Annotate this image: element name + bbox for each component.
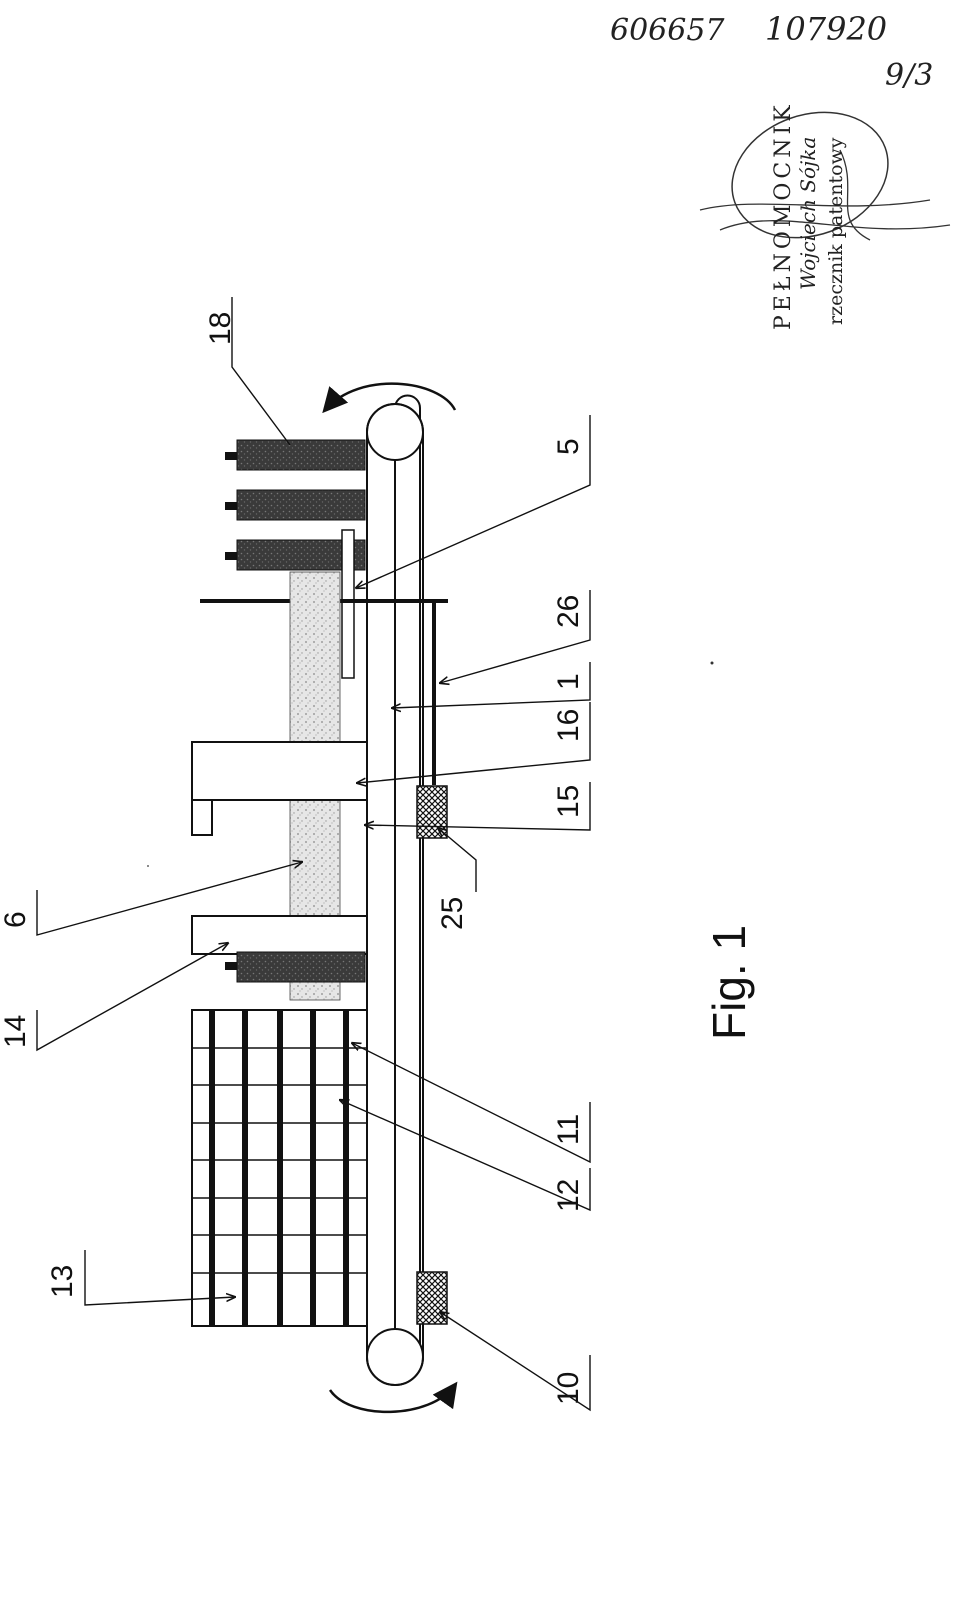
speck: [710, 661, 714, 665]
handwritten-number-right: 107920: [765, 10, 887, 48]
stamp-line-3: rzecznik patentowy: [825, 137, 847, 325]
label-13: 13: [46, 1265, 79, 1298]
hatched-block-25: [416, 785, 448, 839]
stamp-line-2: Wojciech Sójka: [796, 137, 820, 290]
label-26: 26: [552, 595, 585, 628]
handwritten-number-left: 606657: [610, 13, 725, 48]
signature-loop: [731, 111, 889, 239]
dark-blocks-18: [225, 439, 366, 571]
stamp-line-1: PEŁNOMOCNIK: [771, 101, 796, 330]
attorney-stamp: PEŁNOMOCNIK Wojciech Sójka rzecznik pate…: [699, 101, 951, 330]
label-14: 14: [0, 1015, 32, 1048]
dark-block-14: [236, 951, 366, 983]
label-18: 18: [204, 312, 237, 345]
label-6: 6: [0, 911, 32, 928]
label-10: 10: [552, 1372, 585, 1405]
leader-lines: [36, 297, 591, 1412]
grid-structure: [191, 1009, 368, 1327]
figure-caption: Fig. 1: [703, 925, 755, 1040]
label-25: 25: [436, 897, 469, 930]
rotation-arrow-bottom: [328, 1381, 458, 1414]
label-16: 16: [552, 709, 585, 742]
rotation-arrow-top: [322, 382, 457, 414]
label-1: 1: [552, 673, 585, 690]
dark-block-14-pin: [225, 962, 237, 970]
signature-scribble: [699, 149, 951, 241]
element-5-rod: [341, 529, 355, 679]
label-12: 12: [552, 1179, 585, 1212]
frame-16: [191, 741, 368, 836]
hatched-block-10: [416, 1271, 448, 1325]
label-5: 5: [552, 438, 585, 455]
speck: [147, 865, 149, 867]
label-11: 11: [552, 1114, 585, 1145]
label-15: 15: [552, 785, 585, 818]
handwritten-page-mark: 9/3: [885, 58, 933, 93]
material-slab-upper: [289, 571, 341, 743]
conveyor-belt: [366, 394, 424, 1386]
